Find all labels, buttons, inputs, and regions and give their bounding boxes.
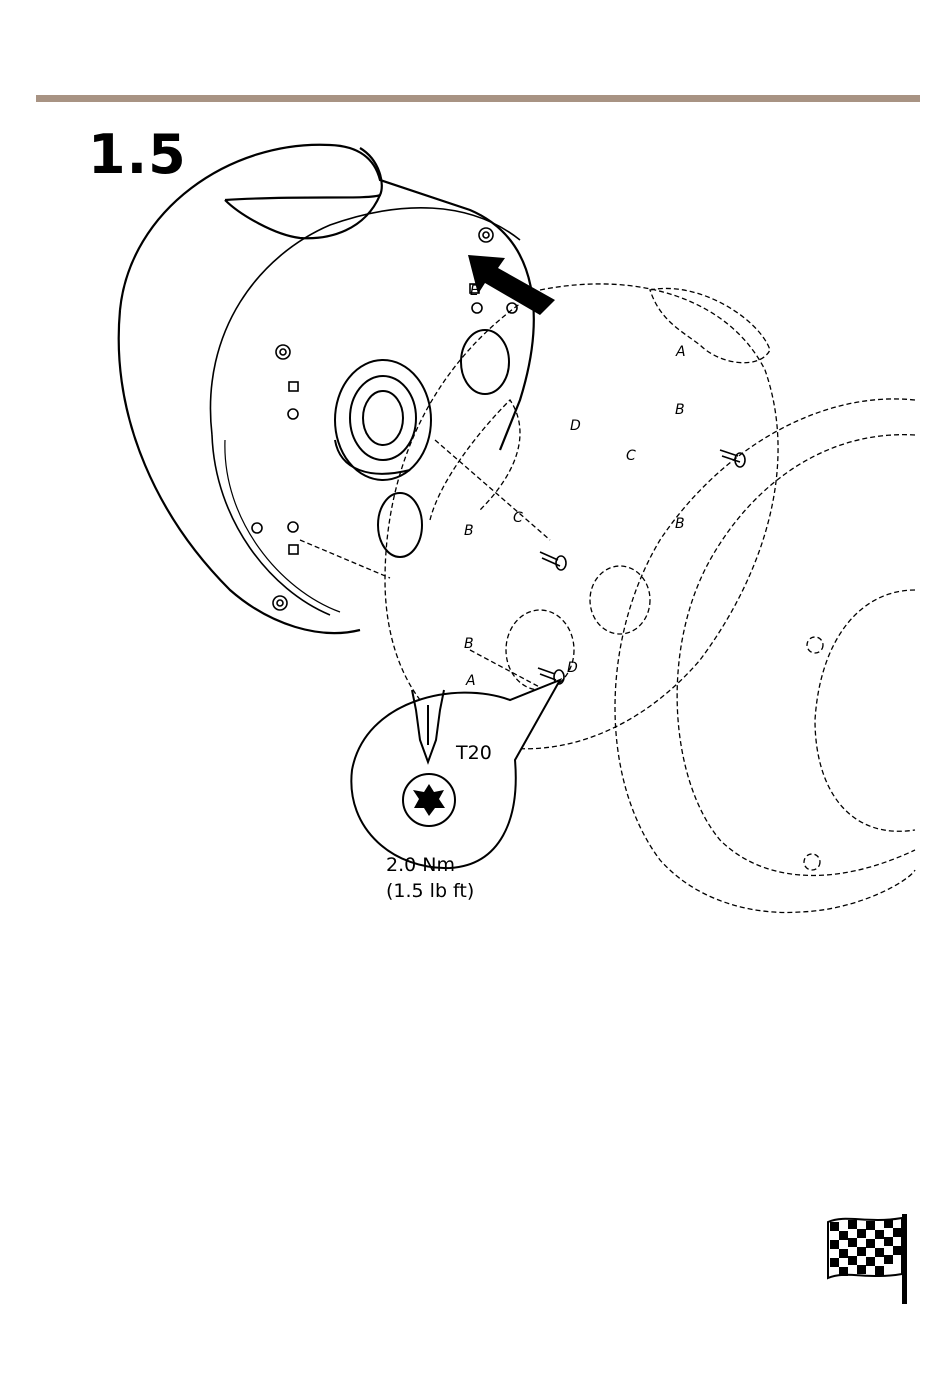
mount-letter-b3: B xyxy=(675,516,685,532)
screw-icon xyxy=(538,450,745,684)
mount-letter-a2: A xyxy=(465,673,476,689)
mount-letters: A B C D E B C B B A D xyxy=(464,283,686,689)
camera-body xyxy=(615,399,915,913)
mounting-plate xyxy=(300,284,778,749)
mount-letter-c: C xyxy=(626,448,636,464)
mount-letter-b2: B xyxy=(464,523,474,539)
torque-spec: 2.0 Nm (1.5 lb ft) xyxy=(386,852,474,904)
mount-letter-e: E xyxy=(470,283,479,299)
mount-letter-b4: B xyxy=(464,636,474,652)
mount-letter-b: B xyxy=(675,402,685,418)
mount-letter-d: D xyxy=(570,418,581,434)
torx-callout xyxy=(351,680,560,868)
torque-imperial: (1.5 lb ft) xyxy=(386,878,474,904)
mount-letter-c2: C xyxy=(513,510,523,526)
mount-letter-a: A xyxy=(675,344,686,360)
torx-bit-icon xyxy=(403,774,455,826)
torque-metric: 2.0 Nm xyxy=(386,852,474,878)
checkered-flag-icon xyxy=(826,1212,910,1306)
center-port xyxy=(335,330,509,557)
mount-letter-d2: D xyxy=(567,660,578,676)
bit-type-label: T20 xyxy=(456,742,492,764)
